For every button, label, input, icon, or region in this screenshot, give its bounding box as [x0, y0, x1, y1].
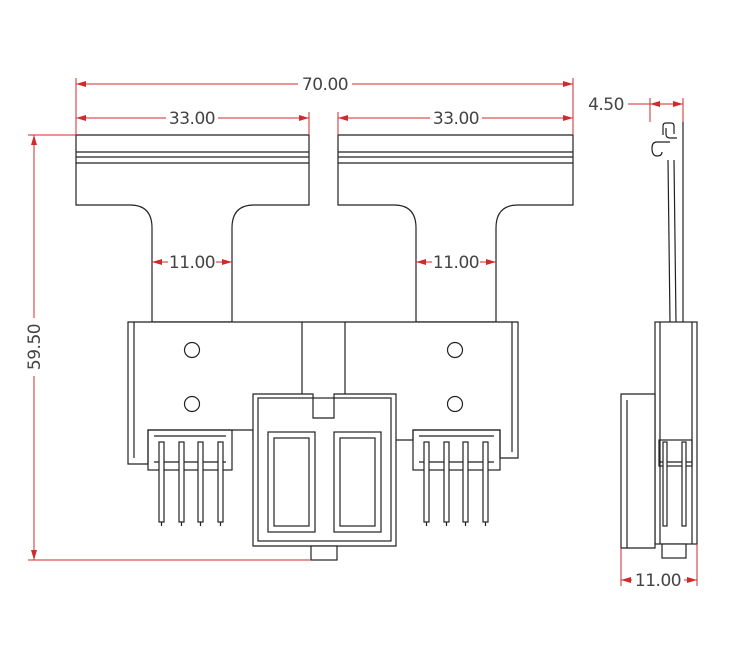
pin [197, 441, 204, 526]
mounting-holes [183, 341, 464, 413]
pin [482, 441, 489, 526]
right-tab [337, 134, 574, 323]
dim-left-tab-width: 33.00 [76, 109, 309, 129]
front-view [75, 134, 574, 561]
left-pin-header [147, 429, 233, 526]
dim-side-clip-width-label: 4.50 [588, 95, 624, 115]
pin [217, 441, 224, 526]
hole-icon [183, 395, 201, 413]
dimensions: 70.00 33.00 33.00 11.00 [25, 75, 698, 591]
right-pin-header [412, 429, 501, 526]
dim-right-neck-width-label: 11.00 [433, 253, 479, 273]
side-body [620, 321, 698, 559]
dim-overall-width-label: 70.00 [302, 75, 348, 95]
dim-overall-height-label: 59.50 [25, 324, 45, 370]
hole-icon [183, 341, 201, 359]
dim-side-depth-label: 11.00 [635, 571, 681, 591]
pin [158, 441, 165, 526]
dim-right-neck-width: 11.00 [416, 253, 496, 273]
side-view [620, 122, 698, 559]
dim-overall-height: 59.50 [25, 135, 45, 560]
dim-overall-width: 70.00 [76, 75, 573, 95]
latch-housing [252, 393, 397, 561]
pin [178, 441, 185, 526]
dim-right-tab-width: 33.00 [338, 109, 573, 129]
dim-right-tab-width-label: 33.00 [433, 109, 479, 129]
hole-icon [446, 395, 464, 413]
dim-left-neck-width: 11.00 [152, 253, 232, 273]
dim-left-neck-width-label: 11.00 [169, 253, 215, 273]
dim-left-tab-width-label: 33.00 [169, 109, 215, 129]
pin [462, 441, 469, 526]
pin [423, 441, 430, 526]
left-tab [75, 134, 310, 323]
side-clip [651, 122, 684, 323]
pin [443, 441, 450, 526]
hole-icon [446, 341, 464, 359]
dim-side-clip-width: 4.50 [588, 95, 683, 115]
dim-side-depth: 11.00 [621, 571, 697, 591]
